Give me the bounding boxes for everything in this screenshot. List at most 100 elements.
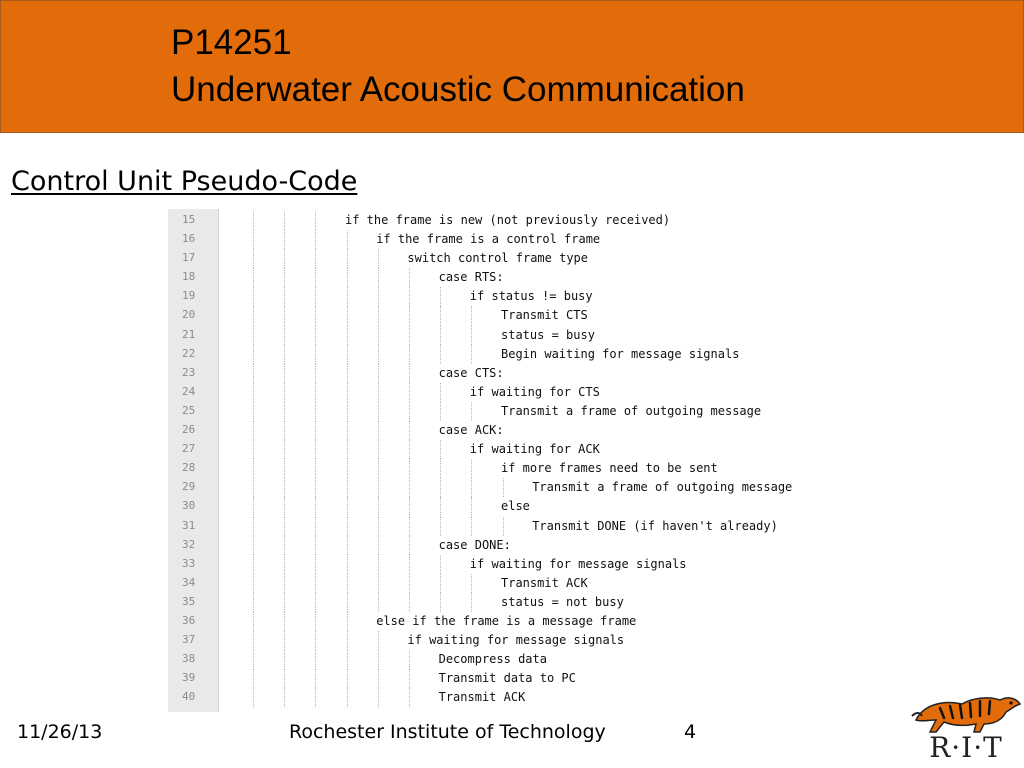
indent-guide xyxy=(409,516,410,536)
indent-guide xyxy=(409,535,410,555)
indent-guide xyxy=(409,421,410,441)
line-number: 29 xyxy=(182,480,196,494)
line-number: 34 xyxy=(182,575,196,589)
indent-guide xyxy=(315,211,317,231)
indent-guide xyxy=(284,573,286,593)
indent-guide xyxy=(409,554,410,574)
indent-guide xyxy=(346,554,348,574)
indent-guide xyxy=(346,478,348,498)
line-number: 22 xyxy=(182,346,196,360)
indent-guide xyxy=(440,497,442,517)
indent-guide xyxy=(253,306,254,326)
indent-guide xyxy=(253,650,254,670)
indent-guide xyxy=(471,478,473,498)
indent-guide xyxy=(377,421,379,441)
line-number: 40 xyxy=(182,690,196,704)
code-line: 19 if status != busy xyxy=(168,287,856,307)
code-text: Transmit ACK xyxy=(501,575,588,590)
code-text: Transmit a frame of outgoing message xyxy=(532,480,793,495)
indent-guide xyxy=(315,497,317,517)
indent-guide xyxy=(440,459,442,479)
code-text: if the frame is new (not previously rece… xyxy=(345,213,671,227)
indent-guide xyxy=(284,554,286,574)
code-text: case CTS: xyxy=(438,365,504,380)
code-text: if status != busy xyxy=(469,289,593,304)
tiger-icon xyxy=(911,697,1022,733)
indent-guide xyxy=(346,688,348,708)
indent-guide xyxy=(346,401,348,422)
line-number: 33 xyxy=(182,556,196,570)
rit-logo: R·I·T xyxy=(910,690,1022,766)
indent-guide xyxy=(440,287,442,307)
indent-guide xyxy=(409,459,410,479)
code-line: 33 if waiting for message signals xyxy=(168,554,856,574)
indent-guide xyxy=(346,249,348,269)
code-text: Transmit ACK xyxy=(438,690,526,705)
indent-guide xyxy=(377,535,379,555)
indent-guide xyxy=(409,650,410,670)
indent-guide xyxy=(377,688,379,708)
indent-guide xyxy=(440,516,442,536)
indent-guide xyxy=(284,631,286,651)
indent-guide xyxy=(377,650,379,670)
footer-organization: Rochester Institute of Technology xyxy=(289,721,606,743)
indent-guide xyxy=(315,592,317,612)
indent-guide xyxy=(377,325,379,345)
indent-guide xyxy=(315,268,317,288)
indent-guide xyxy=(253,554,254,574)
code-panel: 15 if the frame is new (not previously re… xyxy=(168,209,856,712)
indent-guide xyxy=(253,516,254,536)
indent-guide xyxy=(315,421,317,441)
indent-guide xyxy=(284,287,286,307)
line-number: 27 xyxy=(182,442,196,456)
line-number: 30 xyxy=(182,499,196,513)
indent-guide xyxy=(471,325,473,345)
indent-guide xyxy=(377,478,379,498)
indent-guide xyxy=(284,478,286,498)
indent-guide xyxy=(440,573,442,593)
indent-guide xyxy=(315,573,317,593)
indent-guide xyxy=(346,497,348,517)
code-line: 40 Transmit ACK xyxy=(168,688,856,708)
indent-guide xyxy=(253,535,254,555)
indent-guide xyxy=(471,573,473,593)
line-number: 15 xyxy=(182,213,196,226)
project-title: Underwater Acoustic Communication xyxy=(171,70,745,109)
indent-guide xyxy=(284,650,286,670)
indent-guide xyxy=(315,688,317,708)
line-number: 19 xyxy=(182,289,196,303)
indent-guide xyxy=(409,478,410,498)
indent-guide xyxy=(253,478,254,498)
indent-guide xyxy=(471,344,473,364)
code-lines: 15 if the frame is new (not previously re… xyxy=(168,211,856,708)
indent-guide xyxy=(253,497,254,517)
indent-guide xyxy=(346,306,348,326)
indent-guide xyxy=(284,306,286,326)
indent-guide xyxy=(315,611,317,632)
code-text: if waiting for message signals xyxy=(469,556,687,571)
line-number: 21 xyxy=(182,327,196,341)
line-number: 18 xyxy=(182,270,196,284)
indent-guide xyxy=(346,650,348,670)
indent-guide xyxy=(284,211,286,231)
line-number: 25 xyxy=(182,403,196,417)
indent-guide xyxy=(440,592,442,612)
indent-guide xyxy=(253,230,254,250)
line-number: 17 xyxy=(182,251,196,265)
indent-guide xyxy=(284,363,286,383)
indent-guide xyxy=(315,650,317,670)
indent-guide xyxy=(284,688,286,708)
indent-guide xyxy=(377,669,379,689)
